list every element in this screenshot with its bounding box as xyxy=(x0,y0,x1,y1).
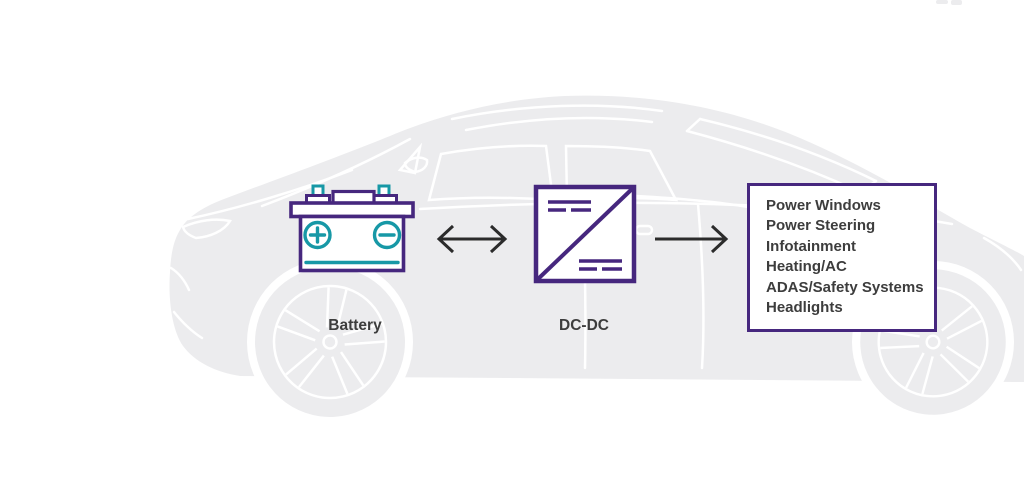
battery-label: Battery xyxy=(328,317,382,334)
dc-dc-label: DC-DC xyxy=(559,317,609,334)
load-item: Infotainment xyxy=(766,237,856,255)
dc-symbol-input xyxy=(548,200,591,212)
minus-terminal-icon xyxy=(372,220,402,250)
converter-diagonal xyxy=(536,187,634,281)
dc-symbol-output xyxy=(579,259,622,271)
loads-box: Power Windows Power Steering Infotainmen… xyxy=(747,183,937,332)
load-item: Heating/AC xyxy=(766,258,847,276)
load-item: Power Steering xyxy=(766,217,876,235)
dc-dc-converter-icon xyxy=(533,184,637,284)
battery-icon xyxy=(289,184,415,273)
load-item: ADAS/Safety Systems xyxy=(766,278,924,296)
right-arrow-icon xyxy=(655,224,729,254)
load-item: Headlights xyxy=(766,299,843,317)
bidirectional-arrow-icon xyxy=(436,224,508,254)
load-item: Power Windows xyxy=(766,197,881,214)
plus-terminal-icon xyxy=(303,220,332,250)
battery-top-bar xyxy=(289,201,415,219)
corner-artifact xyxy=(936,0,962,5)
